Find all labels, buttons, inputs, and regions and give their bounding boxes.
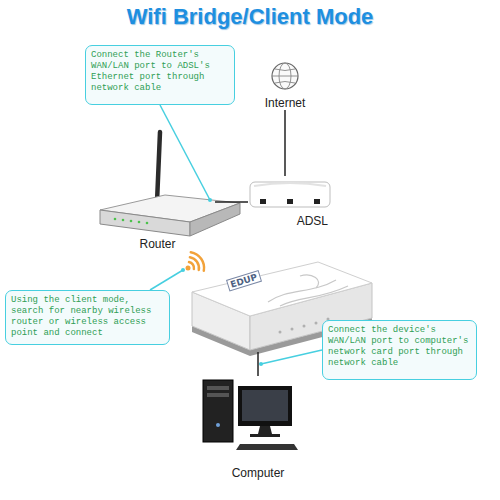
wifi-arc	[191, 252, 204, 271]
leader-dots	[181, 198, 263, 366]
router-led	[138, 221, 141, 224]
computer-tower	[203, 380, 233, 442]
drive-slot	[207, 386, 229, 390]
callout-text: Connect the Router's WAN/LAN port to ADS…	[91, 50, 229, 94]
leader-line	[160, 105, 210, 200]
adsl-node: ADSL	[248, 176, 332, 228]
device-led	[291, 328, 294, 331]
leader-line	[261, 350, 322, 364]
adsl-illustration	[250, 182, 330, 207]
brand-logo: EDUP	[226, 270, 262, 291]
router-led	[146, 222, 149, 225]
monitor-frame	[238, 386, 292, 426]
wifi-symbol	[186, 252, 205, 271]
diagram-title: Wifi Bridge/Client Mode	[0, 4, 500, 30]
device-led	[315, 322, 318, 325]
router-led	[114, 218, 117, 221]
computer-node: Computer	[200, 376, 316, 480]
callout-text: Using the client mode, search for nearby…	[11, 295, 164, 339]
globe-parallels	[275, 69, 295, 83]
device-led	[303, 325, 306, 328]
leader-dot	[181, 268, 185, 272]
globe-outline	[272, 63, 298, 89]
device-swirl	[268, 275, 348, 306]
adsl-port	[260, 199, 266, 204]
leader-dot	[259, 362, 263, 366]
leader-dot	[208, 198, 212, 202]
monitor-screen	[242, 390, 288, 421]
router-side	[190, 203, 240, 236]
globe-equator	[272, 76, 298, 77]
drive-slot	[207, 393, 229, 397]
leader-lines	[150, 105, 322, 364]
router-front	[100, 210, 190, 236]
device-label: Computer	[200, 466, 316, 480]
leader-line	[150, 270, 183, 290]
router-antenna	[157, 132, 160, 202]
monitor-stand	[258, 426, 272, 434]
device-label: ADSL	[248, 214, 332, 228]
device-top-face	[192, 262, 372, 316]
callout-box: Connect the Router's WAN/LAN port to ADS…	[85, 45, 235, 105]
network-cable	[257, 352, 259, 376]
monitor-base	[250, 434, 280, 437]
internet-node: Internet	[256, 62, 314, 110]
device-label: Router	[100, 237, 215, 251]
wifi-dot	[186, 266, 191, 271]
computer-illustration	[203, 380, 298, 450]
keyboard	[236, 444, 298, 450]
callout-box: Using the client mode, search for nearby…	[5, 290, 170, 345]
globe-icon	[272, 63, 298, 89]
wifi-arc	[190, 257, 199, 270]
callout-text: Connect the device's WAN/LAN port to com…	[328, 325, 471, 369]
power-button	[216, 423, 220, 427]
network-cable	[284, 110, 286, 176]
callout-box: Connect the device's WAN/LAN port to com…	[322, 320, 477, 380]
device-led	[279, 331, 282, 334]
adsl-body	[250, 182, 330, 207]
router-leds	[114, 218, 149, 225]
router-led	[122, 219, 125, 222]
router-led	[130, 220, 133, 223]
router-node: Router	[100, 125, 215, 251]
router-illustration	[100, 132, 240, 236]
adsl-port	[314, 199, 320, 204]
network-cable	[215, 201, 248, 203]
device-label: Internet	[256, 96, 314, 110]
adsl-port	[287, 199, 293, 204]
adsl-highlight	[254, 183, 326, 186]
